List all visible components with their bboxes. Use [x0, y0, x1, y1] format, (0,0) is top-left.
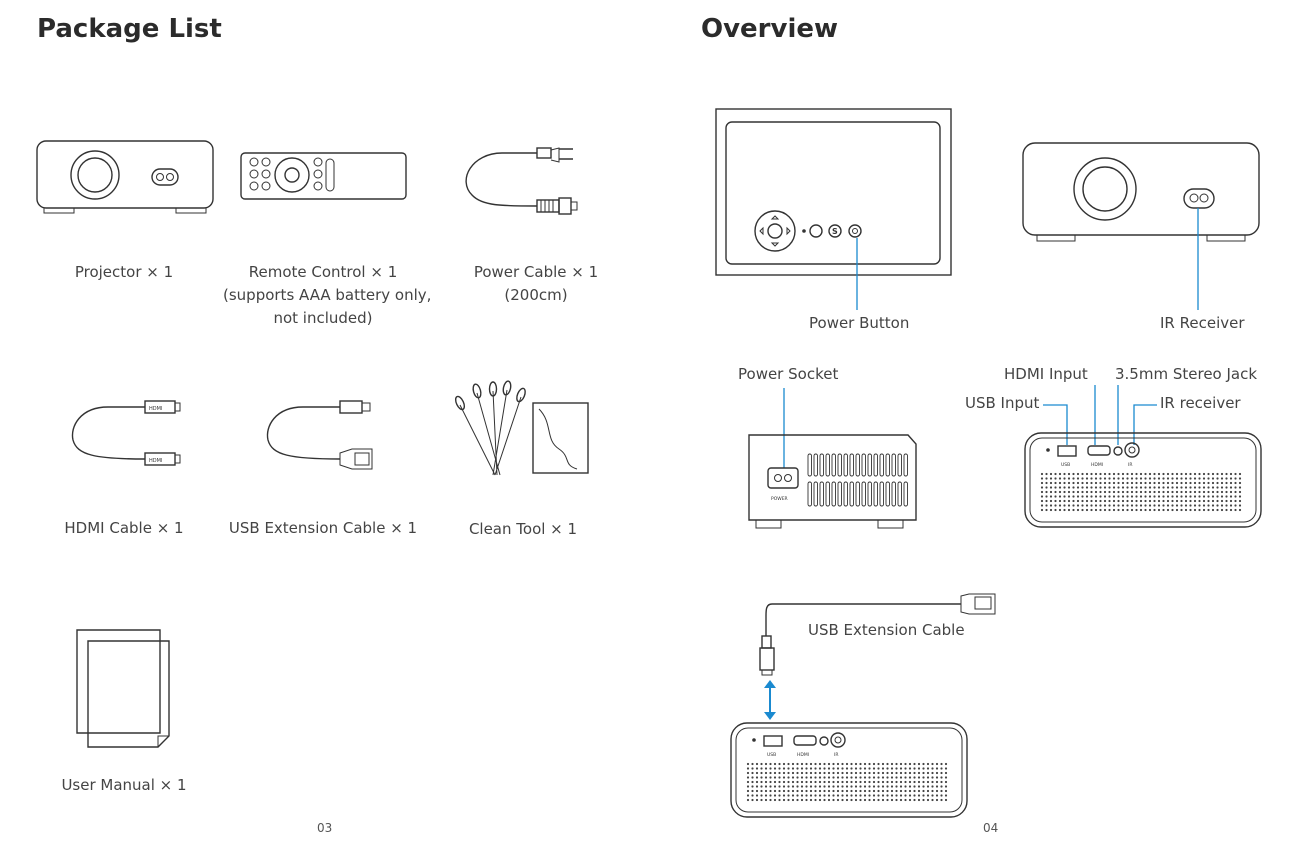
- projector-illustration: [36, 140, 214, 214]
- ir-port-marking: IR: [1128, 462, 1132, 468]
- caption-clean-tool: Clean Tool × 1: [423, 518, 623, 541]
- projector-top-panel-illustration: S: [715, 108, 952, 276]
- caption-line: User Manual × 1: [61, 776, 187, 794]
- hdmi-connector-marking-1: HDMI: [149, 406, 162, 412]
- ir-port-marking: IR: [834, 752, 838, 758]
- caption-line: not included): [273, 309, 373, 327]
- overview-title: Overview: [701, 14, 839, 44]
- remote-control-illustration: [240, 152, 407, 200]
- stereo-jack-label: 3.5mm Stereo Jack: [1115, 365, 1258, 383]
- package-list-title: Package List: [37, 14, 222, 44]
- caption-line: Power Cable × 1: [473, 263, 599, 281]
- clean-tool-illustration: [454, 380, 589, 476]
- speaker-grille-dots: [1040, 472, 1242, 512]
- power-socket-label: Power Socket: [738, 365, 839, 383]
- power-port-marking: POWER: [771, 496, 788, 502]
- power-button-callout-line: [856, 238, 858, 310]
- projector-back-illustration: USB HDMI IR: [1024, 432, 1262, 528]
- back-port-callout-lines: [1043, 385, 1157, 445]
- caption-usb-extension-cable: USB Extension Cable × 1: [213, 517, 433, 540]
- caption-line: Projector × 1: [74, 263, 174, 281]
- power-button-label: Power Button: [809, 314, 910, 332]
- caption-power-cable: Power Cable × 1 (200cm): [436, 261, 636, 307]
- caption-line: Clean Tool × 1: [468, 520, 578, 538]
- projector-front-illustration: [1022, 142, 1260, 242]
- caption-user-manual: User Manual × 1: [24, 774, 224, 797]
- side-vent-slots: [807, 453, 908, 507]
- projector-back-bottom-illustration: USB HDMI IR: [730, 722, 968, 818]
- s-button-marking: S: [832, 227, 838, 236]
- usb-extension-cable-illustration: [266, 400, 373, 470]
- hdmi-port-marking: HDMI: [1091, 462, 1103, 468]
- hdmi-cable-illustration: HDMI HDMI: [71, 400, 181, 466]
- connect-arrow-icon: [764, 680, 776, 720]
- usb-port-marking: USB: [767, 752, 776, 758]
- caption-line: Remote Control × 1: [248, 263, 398, 281]
- caption-remote-control: Remote Control × 1 (supports AAA battery…: [223, 261, 431, 330]
- usb-extension-cable-diagram: [759, 593, 996, 676]
- power-socket-callout-line: [783, 388, 785, 468]
- page-number-left: 03: [317, 821, 333, 835]
- user-manual-illustration: [76, 629, 170, 748]
- hdmi-input-label: HDMI Input: [1004, 365, 1088, 383]
- caption-line: (supports AAA battery only,: [223, 286, 432, 304]
- hdmi-port-marking: HDMI: [797, 752, 809, 758]
- caption-line: (200cm): [504, 286, 568, 304]
- hdmi-connector-marking-2: HDMI: [149, 458, 162, 464]
- caption-projector: Projector × 1: [24, 261, 224, 284]
- caption-hdmi-cable: HDMI Cable × 1: [24, 517, 224, 540]
- usb-port-marking: USB: [1061, 462, 1070, 468]
- caption-line: USB Extension Cable × 1: [228, 519, 418, 537]
- projector-side-illustration: POWER: [748, 434, 917, 529]
- power-cable-illustration: [465, 147, 578, 215]
- ir-receiver-front-callout-line: [1197, 208, 1199, 310]
- usb-input-label: USB Input: [965, 394, 1040, 412]
- ir-receiver-front-label: IR Receiver: [1160, 314, 1245, 332]
- ir-receiver-back-label: IR receiver: [1160, 394, 1241, 412]
- page-number-right: 04: [983, 821, 999, 835]
- usb-extension-cable-label: USB Extension Cable: [808, 621, 965, 639]
- speaker-grille-dots: [746, 762, 948, 802]
- caption-line: HDMI Cable × 1: [64, 519, 184, 537]
